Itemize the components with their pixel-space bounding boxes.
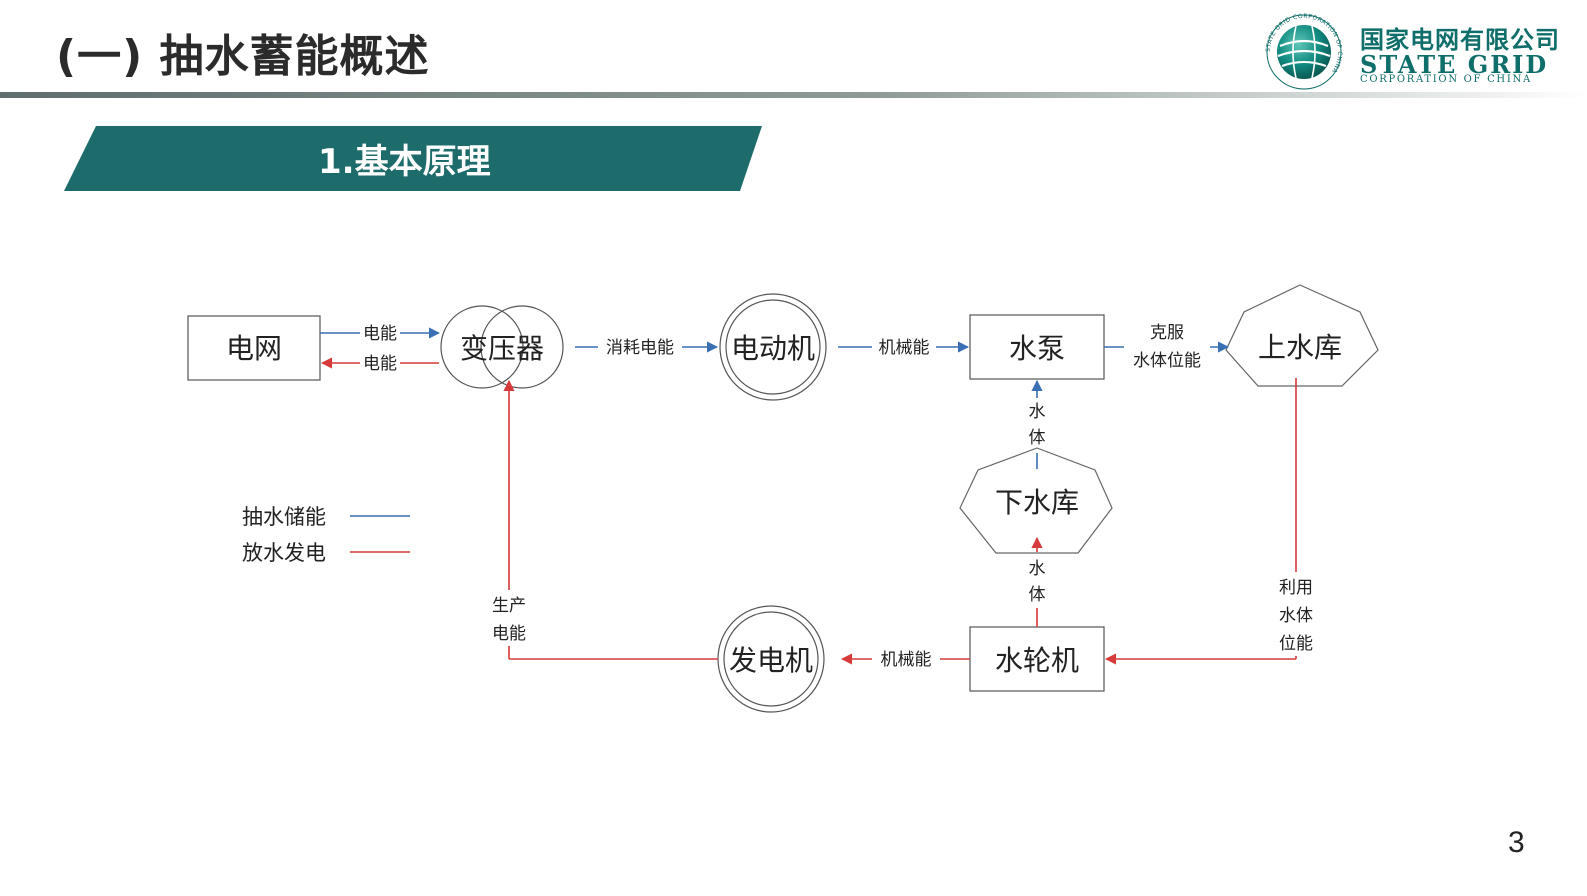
turbine-node: 水轮机 bbox=[969, 626, 1105, 692]
legend-label: 抽水储能 bbox=[242, 505, 326, 529]
edge-motor-to-pump: 机械能 bbox=[838, 338, 970, 358]
section-label: 1.基本原理 bbox=[318, 142, 491, 182]
motor-node: 电动机 bbox=[719, 293, 827, 401]
edge-turbine-to-generator: 机械能 bbox=[840, 650, 970, 670]
page-number: 3 bbox=[1508, 826, 1525, 859]
lower-reservoir-label: 下水库 bbox=[995, 486, 1079, 519]
logo-english-name: STATE GRID bbox=[1360, 50, 1549, 79]
pump-node: 水泵 bbox=[969, 314, 1105, 380]
section-banner bbox=[64, 126, 762, 191]
edge-turbine-to-lower: 水 体 bbox=[1029, 536, 1046, 627]
motor-label: 电动机 bbox=[731, 332, 815, 365]
edge-pump-to-upper-reservoir: 克服 水体位能 bbox=[1104, 323, 1230, 371]
legend-label: 放水发电 bbox=[242, 541, 326, 565]
edge-label: 电能 bbox=[363, 324, 397, 344]
edge-label: 生产 bbox=[492, 596, 526, 616]
upper-reservoir-node: 上水库 bbox=[1225, 284, 1379, 387]
edge-generator-to-transformer: 生产 电能 bbox=[492, 379, 718, 660]
grid-label: 电网 bbox=[226, 332, 282, 365]
logo-subtitle: CORPORATION OF CHINA bbox=[1360, 74, 1532, 85]
generator-node: 发电机 bbox=[717, 605, 825, 713]
edge-label: 利用 bbox=[1279, 578, 1313, 598]
edge-label: 位能 bbox=[1279, 634, 1313, 654]
logo-chinese-name: 国家电网有限公司 bbox=[1360, 26, 1560, 54]
state-grid-emblem-icon: STATE GRID CORPORATION OF CHINA bbox=[1265, 13, 1343, 90]
edge-label: 体 bbox=[1029, 585, 1046, 605]
edge-label: 水 bbox=[1029, 402, 1046, 422]
edge-grid-to-transformer: 电能 bbox=[320, 324, 441, 344]
edge-label: 水体 bbox=[1279, 606, 1313, 626]
upper-reservoir-label: 上水库 bbox=[1258, 331, 1342, 364]
edge-upper-to-turbine: 利用 水体 位能 bbox=[1104, 378, 1313, 665]
edge-transformer-to-grid: 电能 bbox=[320, 354, 439, 374]
edge-transformer-to-motor: 消耗电能 bbox=[575, 338, 719, 358]
edge-label: 消耗电能 bbox=[606, 338, 674, 358]
legend: 抽水储能 放水发电 bbox=[242, 505, 410, 565]
edge-label: 克服 bbox=[1150, 323, 1184, 343]
turbine-label: 水轮机 bbox=[995, 644, 1079, 677]
edge-lower-to-pump: 水 体 bbox=[1029, 379, 1046, 469]
legend-item-generating: 放水发电 bbox=[242, 541, 410, 565]
transformer-node: 变压器 bbox=[440, 305, 564, 389]
pump-label: 水泵 bbox=[1009, 332, 1065, 365]
edge-label: 机械能 bbox=[881, 650, 932, 670]
edge-label: 电能 bbox=[492, 624, 526, 644]
state-grid-logo: STATE GRID CORPORATION OF CHINA 国家电网有限公司… bbox=[1262, 10, 1572, 90]
edge-label: 机械能 bbox=[879, 338, 930, 358]
page-title: (一) 抽水蓄能概述 bbox=[56, 31, 430, 82]
edge-label: 电能 bbox=[363, 354, 397, 374]
edge-label: 水体位能 bbox=[1133, 351, 1201, 371]
transformer-label: 变压器 bbox=[460, 332, 544, 365]
grid-node: 电网 bbox=[187, 315, 321, 381]
legend-item-pumping: 抽水储能 bbox=[242, 505, 410, 529]
generator-label: 发电机 bbox=[729, 644, 813, 677]
lower-reservoir-node: 下水库 bbox=[959, 447, 1113, 554]
edge-label: 水 bbox=[1029, 559, 1046, 579]
header-divider bbox=[0, 92, 1587, 98]
edge-label: 体 bbox=[1029, 428, 1046, 448]
